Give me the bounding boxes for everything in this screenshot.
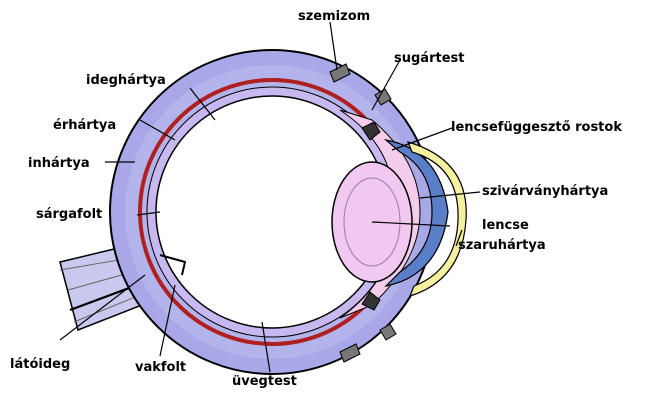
label-lencse: lencse bbox=[482, 218, 529, 233]
label-lencsefuggeszto: lencsefüggesztő rostok bbox=[451, 120, 622, 135]
label-sargafolt: sárgafolt bbox=[36, 207, 102, 222]
label-sugartest: sugártest bbox=[394, 51, 464, 66]
label-szivarvanyhartya: szivárványhártya bbox=[482, 184, 608, 199]
label-erhartya: érhártya bbox=[53, 118, 116, 133]
label-ideghartya: ideghártya bbox=[86, 73, 166, 88]
label-inhartya: inhártya bbox=[28, 156, 90, 171]
label-vakfolt: vakfolt bbox=[135, 360, 186, 375]
label-szaruhartya: szaruhártya bbox=[458, 238, 546, 253]
label-szemizom: szemizom bbox=[298, 9, 370, 24]
label-latoideg: látóideg bbox=[10, 357, 70, 372]
label-uvegtest: üvegtest bbox=[232, 374, 297, 389]
